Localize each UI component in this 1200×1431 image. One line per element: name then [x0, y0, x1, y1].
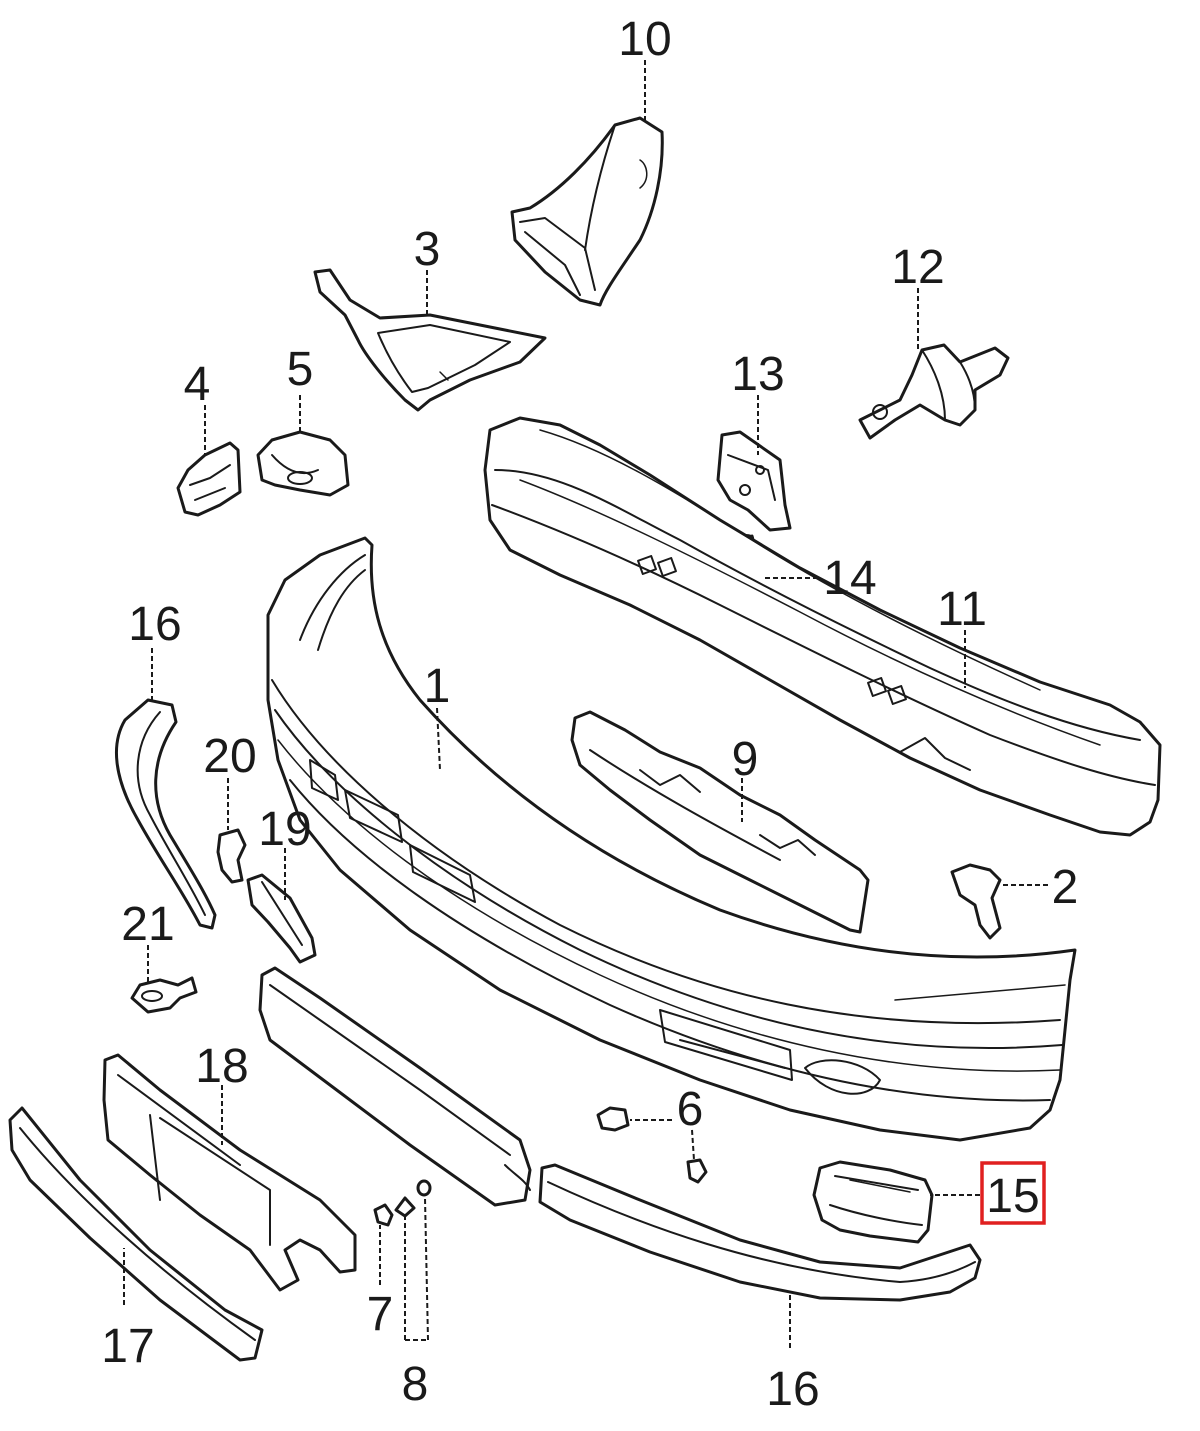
part-8-fastener	[416, 1179, 432, 1197]
highlight-box-15	[980, 1161, 1046, 1225]
part-13-bracket	[716, 430, 792, 532]
callout-16-lower: 16	[766, 1363, 819, 1416]
part-lower-grille	[258, 966, 532, 1207]
part-3-bracket	[313, 268, 547, 412]
part-21-fastener	[130, 976, 198, 1014]
callout-2: 2	[1052, 861, 1079, 914]
part-17-strip	[8, 1106, 264, 1362]
callout-18: 18	[195, 1040, 248, 1093]
part-9-absorber	[570, 710, 870, 934]
callout-16-upper: 16	[128, 598, 181, 651]
part-5-holder	[256, 430, 350, 497]
callout-11: 11	[937, 583, 987, 636]
part-20-clip	[216, 828, 247, 884]
part-10-air-duct	[510, 116, 664, 307]
callout-19: 19	[258, 803, 311, 856]
part-6-fasteners	[596, 1106, 708, 1184]
part-16-side-molding-upper	[114, 698, 217, 930]
callout-7: 7	[367, 1288, 394, 1341]
part-15-fog-lamp-cover	[812, 1160, 934, 1244]
part-1-bumper-cover	[266, 536, 1077, 1142]
callout-8: 8	[402, 1358, 429, 1411]
part-18-license-bracket	[102, 1053, 357, 1292]
part-2-bracket	[950, 863, 1002, 940]
part-4-clip	[176, 441, 242, 517]
part-7-fastener	[373, 1196, 416, 1227]
callout-20: 20	[203, 730, 256, 783]
callout-14: 14	[823, 552, 876, 605]
part-12-bolt	[858, 343, 1010, 440]
callout-5: 5	[287, 343, 314, 396]
callout-6: 6	[677, 1083, 704, 1136]
callout-15: 15	[986, 1170, 1039, 1223]
part-19-insert	[246, 873, 317, 964]
leader-lines	[123, 60, 1048, 1348]
callout-17: 17	[101, 1320, 154, 1373]
part-11-reinforcement	[483, 416, 1162, 837]
callout-12: 12	[891, 241, 944, 294]
callout-9: 9	[732, 733, 759, 786]
callout-labels: 10 3 12 4 5 13 14 16 11 1 9 20 19 2 21 1…	[101, 13, 1078, 1416]
callout-3: 3	[414, 223, 441, 276]
callout-10: 10	[618, 13, 671, 66]
callout-1: 1	[424, 660, 451, 713]
callout-21: 21	[121, 898, 174, 951]
callout-13: 13	[731, 348, 784, 401]
callout-4: 4	[184, 358, 211, 411]
part-16-lower-molding	[538, 1163, 982, 1302]
